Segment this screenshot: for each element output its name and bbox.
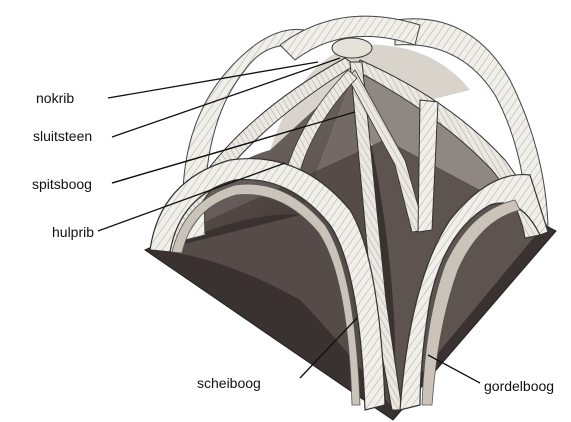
label-nokrib: nokrib: [36, 90, 74, 106]
label-gordelboog: gordelboog: [484, 378, 554, 394]
keystone: [332, 38, 372, 58]
label-scheiboog: scheiboog: [197, 375, 261, 391]
label-sluitsteen: sluitsteen: [33, 128, 92, 144]
label-spitsboog: spitsboog: [32, 176, 92, 192]
label-hulprib: hulprib: [52, 224, 94, 240]
